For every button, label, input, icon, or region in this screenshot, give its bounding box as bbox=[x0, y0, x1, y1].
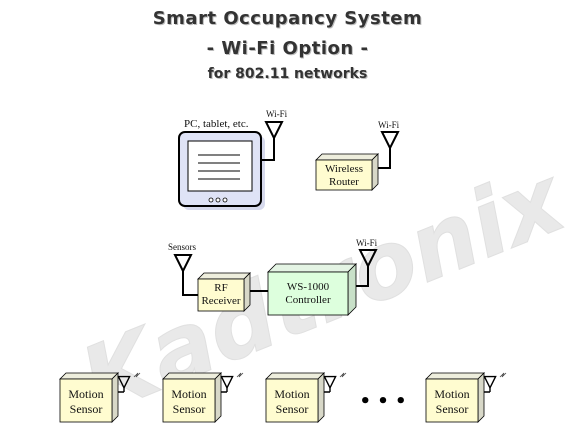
wireless-router-box: Wireless Router bbox=[315, 153, 379, 191]
rf-receiver-box: RF Receiver bbox=[197, 272, 251, 312]
motion-sensor-4: Motion Sensor bbox=[425, 372, 507, 423]
motion-sensor-4-antenna-icon bbox=[483, 375, 497, 393]
router-antenna-icon bbox=[381, 131, 399, 155]
motion-sensor-2-line2: Sensor bbox=[173, 402, 206, 416]
motion-sensor-4-line2: Sensor bbox=[436, 402, 469, 416]
ws1000-controller-box: WS-1000 Controller bbox=[267, 263, 357, 316]
rf-receiver-label-line2: Receiver bbox=[201, 295, 240, 307]
sensors-antenna-label: Sensors bbox=[168, 242, 196, 252]
diagram-subtitle: - Wi-Fi Option - bbox=[206, 38, 369, 59]
motion-sensor-1-line2: Sensor bbox=[70, 402, 103, 416]
tablet-label: PC, tablet, etc. bbox=[184, 118, 249, 130]
network-caption: for 802.11 networks bbox=[207, 66, 368, 82]
motion-sensor-3: Motion Sensor bbox=[265, 372, 347, 423]
sensors-antenna-icon bbox=[174, 254, 192, 278]
motion-sensor-1-line1: Motion bbox=[68, 387, 103, 401]
router-wifi-label: Wi-Fi bbox=[378, 120, 400, 130]
motion-sensor-3-line1: Motion bbox=[274, 387, 309, 401]
motion-sensor-1: Motion Sensor bbox=[59, 372, 141, 423]
diagram-title: Smart Occupancy System bbox=[152, 8, 423, 29]
tablet-wifi-label: Wi-Fi bbox=[266, 109, 288, 119]
controller-label-line2: Controller bbox=[285, 294, 331, 306]
controller-wifi-label: Wi-Fi bbox=[356, 238, 378, 248]
motion-sensor-2: Motion Sensor bbox=[162, 372, 244, 423]
motion-sensor-3-antenna-icon bbox=[323, 375, 337, 393]
tablet-antenna-icon bbox=[265, 121, 283, 145]
motion-sensor-4-line1: Motion bbox=[434, 387, 469, 401]
router-label-line1: Wireless bbox=[325, 163, 363, 175]
rf-receiver-label-line1: RF bbox=[214, 282, 227, 294]
tablet-device bbox=[178, 131, 265, 210]
more-sensors-ellipsis: • • • bbox=[359, 391, 406, 412]
router-label-line2: Router bbox=[329, 176, 359, 188]
controller-label-line1: WS-1000 bbox=[287, 281, 330, 293]
motion-sensor-3-line2: Sensor bbox=[276, 402, 309, 416]
motion-sensor-2-line1: Motion bbox=[171, 387, 206, 401]
